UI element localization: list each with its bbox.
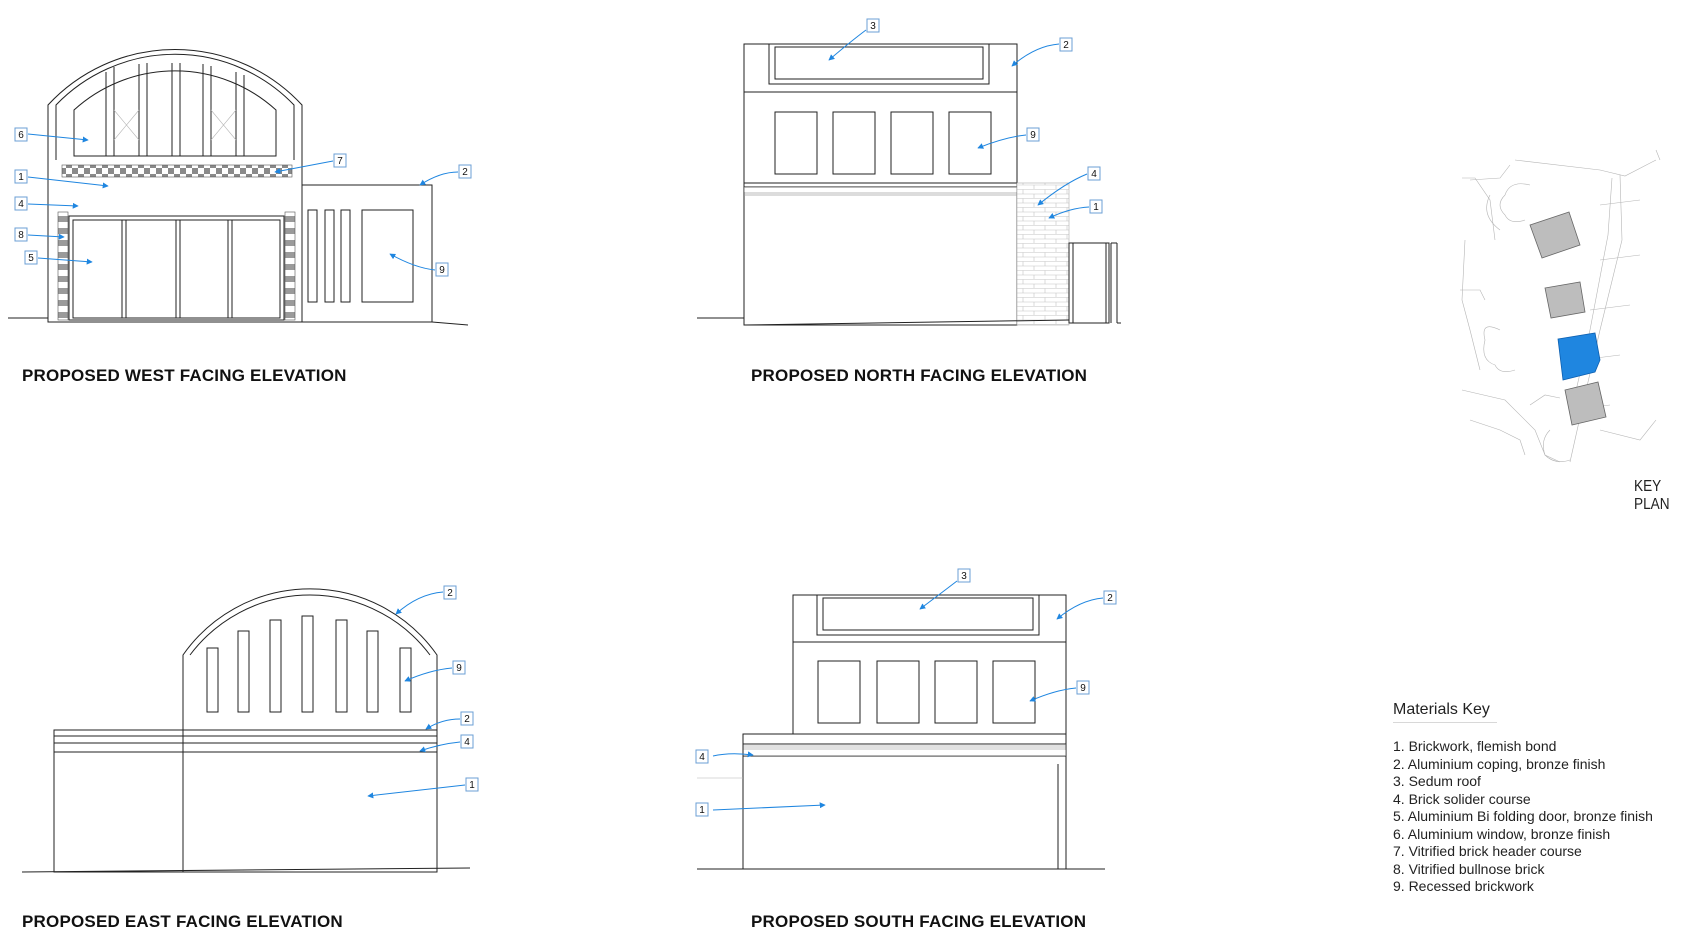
callout-tag: 4 [460, 734, 474, 749]
west-elevation-drawing [8, 49, 469, 326]
svg-text:4: 4 [699, 752, 705, 763]
svg-text:1: 1 [18, 172, 24, 183]
callout-tag: 4 [695, 749, 709, 764]
materials-key-item: 1. Brickwork, flemish bond [1393, 738, 1557, 754]
south-elevation-title: PROPOSED SOUTH FACING ELEVATION [751, 912, 1087, 931]
east-elevation-title: PROPOSED EAST FACING ELEVATION [22, 912, 343, 931]
callout-tag: 2 [1059, 37, 1073, 52]
svg-text:4: 4 [1091, 169, 1097, 180]
callout-tag: 9 [1026, 127, 1040, 142]
svg-text:1: 1 [699, 805, 705, 816]
svg-text:9: 9 [439, 265, 445, 276]
callout-tag: 1 [465, 777, 479, 792]
north-elevation-title: PROPOSED NORTH FACING ELEVATION [751, 366, 1088, 385]
key-plan-site-highlight [1557, 332, 1601, 381]
materials-key-item: 3. Sedum roof [1393, 773, 1481, 789]
callout-tag: 3 [957, 568, 971, 583]
north-callouts: 3 2 9 4 1 [828, 18, 1103, 219]
svg-text:4: 4 [18, 199, 24, 210]
svg-text:2: 2 [1107, 593, 1113, 604]
north-elevation-drawing [697, 43, 1121, 326]
callout-tag: 3 [866, 18, 880, 33]
materials-key-item: 6. Aluminium window, bronze finish [1393, 825, 1611, 842]
svg-text:1: 1 [469, 780, 475, 791]
east-elevation-drawing [21, 588, 471, 873]
svg-text:7: 7 [337, 156, 343, 167]
callout-tag: 2 [458, 164, 472, 179]
callout-tag: 9 [1076, 680, 1090, 695]
callout-tag: 1 [695, 802, 709, 817]
svg-text:2: 2 [1063, 40, 1069, 51]
west-elevation-title: PROPOSED WEST FACING ELEVATION [22, 366, 347, 385]
svg-text:9: 9 [1030, 130, 1036, 141]
callout-tag: 2 [443, 585, 457, 600]
materials-key-list: 1. Brickwork, flemish bond 2. Aluminium … [1393, 738, 1653, 896]
materials-key-item: 8. Vitrified bullnose brick [1393, 860, 1545, 877]
svg-text:9: 9 [1080, 683, 1086, 694]
west-callouts: 6 7 1 2 4 8 5 9 [14, 127, 472, 277]
east-callouts: 2 9 2 4 1 [367, 585, 479, 799]
svg-text:6: 6 [18, 130, 24, 141]
callout-tag: 4 [1087, 166, 1101, 181]
materials-key-item: 7. Vitrified brick header course [1393, 843, 1582, 859]
callout-tag: 7 [333, 153, 347, 168]
callout-tag: 6 [14, 127, 28, 142]
callout-tag: 4 [14, 196, 28, 211]
callout-tag: 1 [1089, 199, 1103, 214]
callout-tag: 2 [1103, 590, 1117, 605]
svg-text:3: 3 [961, 571, 967, 582]
svg-text:1: 1 [1093, 202, 1099, 213]
svg-text:3: 3 [870, 21, 876, 32]
materials-key-item: 2. Aluminium coping, bronze finish [1393, 755, 1606, 772]
svg-text:2: 2 [464, 714, 470, 725]
svg-text:2: 2 [447, 588, 453, 599]
materials-key-item: 9. Recessed brickwork [1393, 878, 1534, 894]
callout-tag: 9 [435, 262, 449, 277]
key-plan-label: KEY PLAN [1634, 478, 1670, 513]
svg-text:4: 4 [464, 737, 470, 748]
south-elevation-drawing [697, 594, 1105, 870]
svg-text:9: 9 [456, 663, 462, 674]
materials-key-item: 4. Brick solider course [1393, 790, 1531, 807]
callout-tag: 9 [452, 660, 466, 675]
materials-key-title: Materials Key [1393, 701, 1497, 723]
svg-text:2: 2 [462, 167, 468, 178]
materials-key-item: 5. Aluminium Bi folding door, bronze fin… [1393, 808, 1653, 824]
south-callouts: 3 2 9 4 1 [695, 568, 1117, 817]
callout-tag: 8 [14, 227, 28, 242]
svg-text:8: 8 [18, 230, 24, 241]
callout-tag: 5 [24, 250, 38, 265]
svg-text:5: 5 [28, 253, 34, 264]
callout-tag: 2 [460, 711, 474, 726]
callout-tag: 1 [14, 169, 28, 184]
key-plan-map [1460, 149, 1661, 463]
